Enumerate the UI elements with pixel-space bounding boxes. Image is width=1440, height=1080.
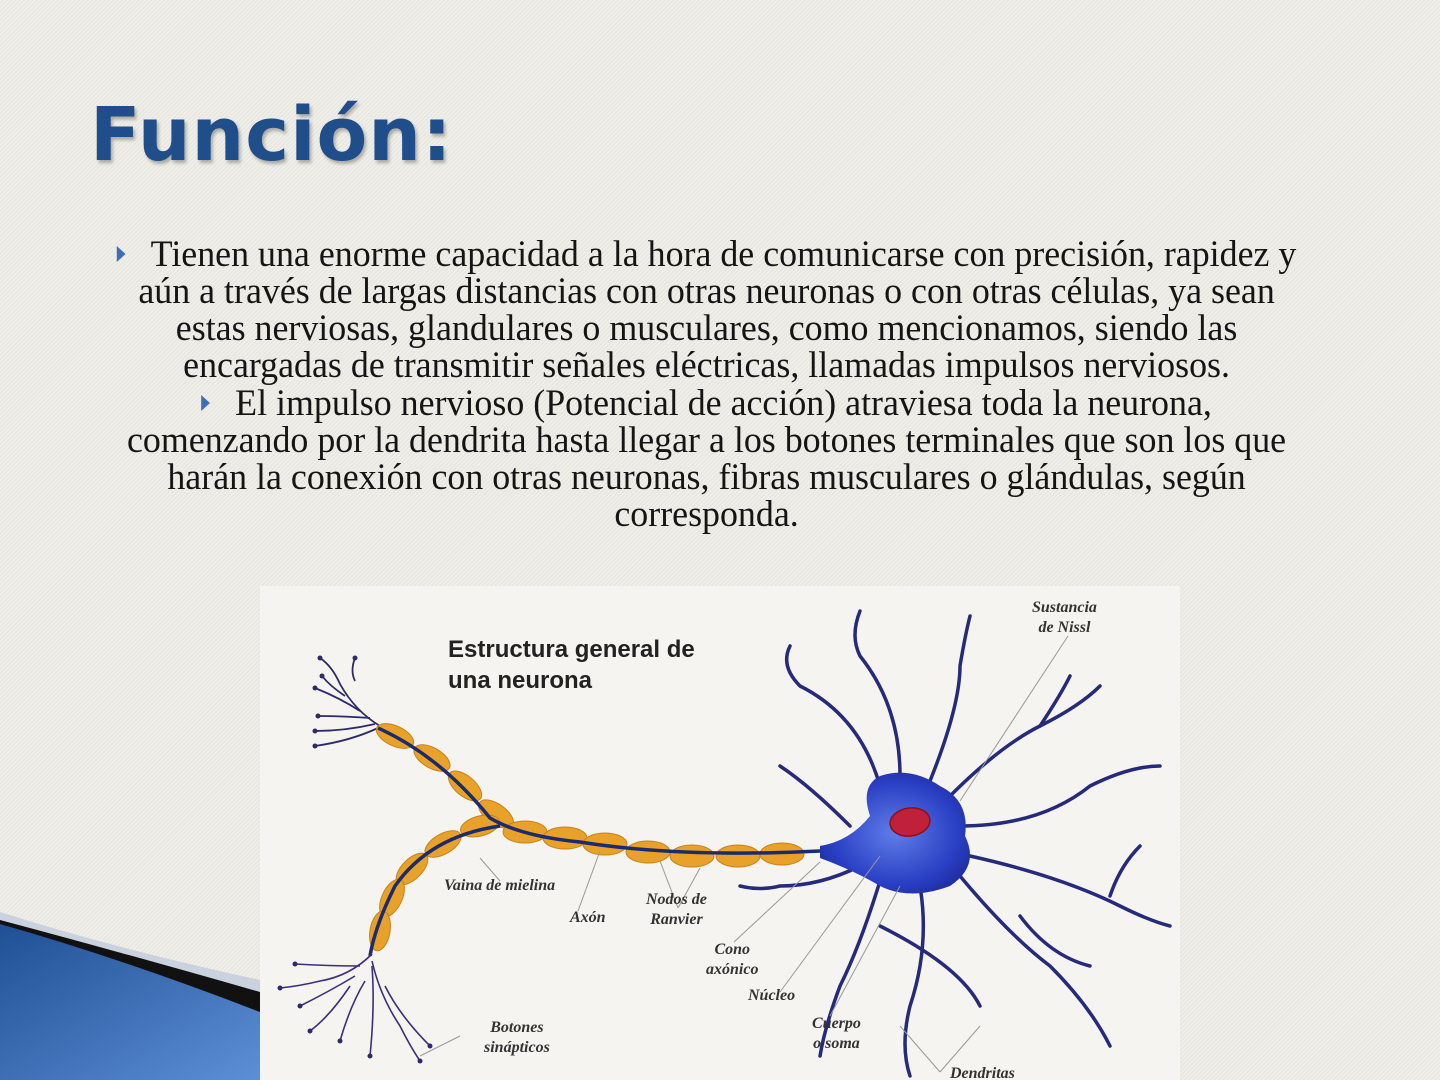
label-axon: Axón <box>570 909 606 926</box>
label-nucleo: Núcleo <box>748 987 796 1004</box>
label-line: o soma <box>813 1035 860 1052</box>
figure-title: Estructura general de una neurona <box>448 634 695 696</box>
neuron-diagram: Estructura general de una neurona Sustan… <box>260 586 1180 1080</box>
label-line: Ranvier <box>650 911 703 928</box>
corner-wave-decoration <box>0 912 260 1080</box>
label-line: Sustancia <box>1032 599 1097 616</box>
label-vaina-mielina: Vaina de mielina <box>444 877 556 894</box>
label-line: axónico <box>706 961 759 978</box>
slide-title: Función: <box>90 92 453 178</box>
label-botones-sinapticos: Botones sinápticos <box>484 1018 550 1058</box>
label-line: de Nissl <box>1038 619 1091 636</box>
label-cono-axonico: Cono axónico <box>706 940 758 980</box>
figure-title-line: una neurona <box>448 667 593 694</box>
bullet-item: Tienen una enorme capacidad a la hora de… <box>110 236 1303 384</box>
bullet-text: Tienen una enorme capacidad a la hora de… <box>138 234 1297 386</box>
label-line: Cuerpo <box>812 1015 861 1032</box>
bullet-item: El impulso nervioso (Potencial de acción… <box>110 384 1303 533</box>
bullet-list: Tienen una enorme capacidad a la hora de… <box>110 236 1303 533</box>
label-line: Botones <box>490 1019 544 1036</box>
label-line: sinápticos <box>484 1039 550 1056</box>
triangle-right-icon <box>116 245 126 262</box>
label-cuerpo-soma: Cuerpo o soma <box>812 1014 861 1054</box>
label-nodos-ranvier: Nodos de Ranvier <box>646 890 707 930</box>
label-dendritas: Dendritas <box>950 1065 1015 1080</box>
label-line: Nodos de <box>646 891 707 908</box>
bullet-text: El impulso nervioso (Potencial de acción… <box>126 383 1287 535</box>
triangle-right-icon <box>201 394 210 411</box>
figure-title-line: Estructura general de <box>448 636 695 663</box>
neuron-illustration <box>277 609 1172 1078</box>
label-sustancia-nissl: Sustancia de Nissl <box>1032 598 1097 638</box>
label-line: Cono <box>714 941 751 958</box>
